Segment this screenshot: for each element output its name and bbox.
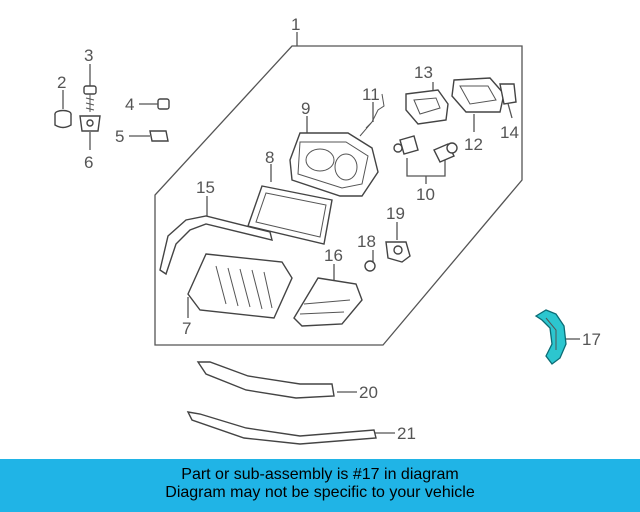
- callout-15: 15: [196, 178, 215, 197]
- part-15-trim-strip: [159, 215, 273, 276]
- callout-5: 5: [115, 127, 124, 146]
- part-7-grille: [187, 253, 293, 319]
- callout-8: 8: [265, 148, 274, 167]
- callout-11: 11: [362, 85, 380, 104]
- part-20-molding: [196, 361, 335, 399]
- callout-17: 17: [582, 330, 601, 349]
- callout-18: 18: [357, 232, 376, 251]
- callout-19: 19: [386, 204, 405, 223]
- callout-14: 14: [500, 123, 519, 142]
- assembly-outline: [154, 45, 523, 346]
- banner-line-1: Part or sub-assembly is #17 in diagram: [181, 466, 459, 483]
- callout-4: 4: [125, 95, 134, 114]
- part-5-clip: [144, 130, 169, 142]
- callout-10: 10: [416, 185, 435, 204]
- part-6-clip-nut: [79, 115, 101, 132]
- callout-1: 1: [291, 15, 300, 34]
- part-11-wiring: [359, 93, 385, 137]
- callout-2: 2: [57, 73, 66, 92]
- part-9-headlamp-housing: [289, 132, 379, 197]
- part-18-bulb: [364, 260, 376, 272]
- info-banner: Part or sub-assembly is #17 in diagram D…: [0, 459, 640, 512]
- callout-9: 9: [301, 99, 310, 118]
- part-8-lens-seal: [247, 185, 333, 245]
- callout-20: 20: [359, 383, 378, 402]
- callout-21: 21: [397, 424, 416, 443]
- callout-16: 16: [324, 246, 343, 265]
- banner-line-2: Diagram may not be specific to your vehi…: [165, 484, 475, 501]
- part-12-bracket: [451, 77, 505, 113]
- part-19-socket: [385, 241, 411, 263]
- part-16-signal-lamp: [293, 277, 363, 327]
- part-2-grommet: [54, 109, 72, 129]
- callout-3: 3: [84, 46, 93, 65]
- callout-13: 13: [414, 63, 433, 82]
- callout-12: 12: [464, 135, 483, 154]
- part-10-bulbs: [393, 135, 458, 163]
- callout-6: 6: [84, 153, 93, 172]
- part-14-clip: [499, 83, 517, 105]
- callout-labels: 1 2 3 4 5 6 7 8 9 10 11 12 13 14 15 16 1…: [57, 15, 601, 443]
- parts-diagram: 1 2 3 4 5 6 7 8 9 10 11 12 13 14 15 16 1…: [54, 15, 601, 445]
- part-3-screw: [83, 85, 97, 112]
- part-4-bolt: [152, 98, 170, 110]
- callout-7: 7: [182, 319, 191, 338]
- part-13-gasket: [405, 89, 449, 125]
- part-17-highlighted[interactable]: [534, 309, 567, 365]
- part-21-molding: [186, 411, 377, 445]
